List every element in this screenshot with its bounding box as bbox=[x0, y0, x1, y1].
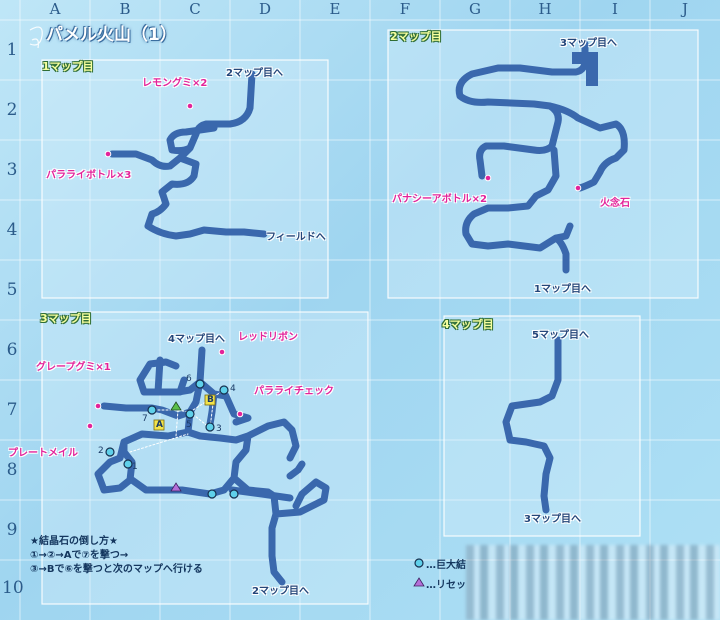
column-label-f: F bbox=[399, 0, 411, 18]
marker-panacea-bottle bbox=[484, 174, 492, 182]
legend-reset-text: …リセッ bbox=[426, 580, 466, 591]
crystal-1 bbox=[123, 459, 133, 469]
row-label-4: 4 bbox=[6, 220, 18, 240]
crystal-4 bbox=[219, 385, 229, 395]
marker-plate-mail bbox=[86, 422, 94, 430]
crystal-number-2: 2 bbox=[98, 446, 104, 456]
crystal-number-3: 3 bbox=[216, 424, 222, 434]
switch-a bbox=[153, 419, 165, 431]
legend-shapes bbox=[413, 558, 425, 587]
legend-crystal-text: …巨大結 bbox=[426, 560, 466, 571]
marker-red-ribbon bbox=[218, 348, 226, 356]
warp-label-m1-to-field: フィールドへ bbox=[266, 232, 326, 243]
note-line-1: ①→②→Aで⑦を撃つ→ bbox=[30, 550, 129, 561]
page-title: パメル火山（1） bbox=[46, 25, 177, 45]
column-label-a: A bbox=[49, 0, 61, 18]
note-line-2: ③→Bで⑥を撃つと次のマップへ行ける bbox=[30, 564, 203, 575]
item-label-plate-mail: プレートメイル bbox=[8, 448, 78, 459]
marker-grape-gummy bbox=[94, 402, 102, 410]
crystal-number-7: 7 bbox=[142, 414, 148, 424]
row-label-8: 8 bbox=[6, 460, 18, 480]
section-panels bbox=[41, 29, 699, 605]
column-label-i: I bbox=[612, 0, 618, 18]
row-label-1: 1 bbox=[6, 40, 18, 60]
row-label-5: 5 bbox=[6, 280, 18, 300]
crystal-number-6: 6 bbox=[186, 374, 192, 384]
warp-label-m2-to-map1: 1マップ目へ bbox=[534, 284, 591, 295]
crystal-7 bbox=[147, 405, 157, 415]
section-label-map2: 2マップ目 bbox=[390, 30, 442, 43]
crystal-extra-1 bbox=[207, 489, 217, 499]
crystal-number-4: 4 bbox=[230, 384, 236, 394]
section-label-map3: 3マップ目 bbox=[40, 312, 92, 325]
item-label-paralyze-check: パラライチェック bbox=[254, 386, 334, 397]
legend-reset-icon bbox=[413, 577, 425, 587]
column-label-b: B bbox=[119, 0, 131, 18]
reset-triangle-green bbox=[170, 401, 182, 411]
item-label-red-ribbon: レッドリボン bbox=[238, 332, 298, 343]
item-label-grape-gummy: グレープグミ×1 bbox=[36, 362, 111, 373]
cave-paths bbox=[94, 40, 628, 586]
crystal-number-1: 1 bbox=[132, 462, 138, 472]
marker-paralyze-check bbox=[236, 410, 244, 418]
section-label-map1: 1マップ目 bbox=[42, 60, 94, 73]
warp-label-m4-to-map5: 5マップ目へ bbox=[532, 330, 589, 341]
warp-label-m3-to-map4: 4マップ目へ bbox=[168, 334, 225, 345]
row-label-3: 3 bbox=[6, 160, 18, 180]
reset-triangle-purple bbox=[170, 482, 182, 492]
marker-fire-stone bbox=[574, 184, 582, 192]
crystal-extra-2 bbox=[229, 489, 239, 499]
corner-decoration bbox=[29, 26, 43, 49]
map4-path bbox=[502, 336, 562, 514]
crystal-number-5: 5 bbox=[186, 420, 192, 430]
section-label-map4: 4マップ目 bbox=[442, 318, 494, 331]
item-markers bbox=[86, 102, 582, 430]
map2-path bbox=[455, 40, 628, 274]
warp-label-m1-to-map2: 2マップ目へ bbox=[226, 68, 283, 79]
map3-vert bbox=[154, 356, 306, 480]
item-label-fire-stone: 火念石 bbox=[600, 198, 630, 209]
column-label-h: H bbox=[538, 0, 552, 18]
note-heading: ★結晶石の倒し方★ bbox=[30, 536, 118, 547]
column-label-d: D bbox=[258, 0, 272, 18]
item-label-lemon-gummy: レモングミ×2 bbox=[142, 78, 208, 89]
warp-label-m2-to-map3: 3マップ目へ bbox=[560, 38, 617, 49]
crystal-3 bbox=[205, 422, 215, 432]
reset-markers bbox=[153, 394, 216, 492]
warp-label-m4-to-map3: 3マップ目へ bbox=[524, 514, 581, 525]
crystal-markers bbox=[105, 379, 239, 499]
column-label-c: C bbox=[189, 0, 201, 18]
row-label-2: 2 bbox=[6, 100, 18, 120]
crystal-6 bbox=[195, 379, 205, 389]
switch-label-a: A bbox=[156, 420, 163, 430]
map2-top-block bbox=[572, 52, 598, 86]
column-label-j: J bbox=[681, 0, 688, 18]
marker-lemon-gummy bbox=[186, 102, 194, 110]
column-label-g: G bbox=[469, 0, 481, 18]
row-label-9: 9 bbox=[6, 520, 18, 540]
column-label-e: E bbox=[329, 0, 341, 18]
marker-paralyze-bottle bbox=[104, 150, 112, 158]
switch-b bbox=[204, 394, 216, 406]
map1-path bbox=[108, 70, 268, 240]
legend-crystal-icon bbox=[414, 558, 424, 568]
blurred-watermark bbox=[466, 545, 720, 620]
item-label-panacea-bottle: パナシーアボトル×2 bbox=[392, 194, 487, 205]
switch-label-b: B bbox=[207, 395, 214, 405]
crystal-5 bbox=[185, 409, 195, 419]
row-label-6: 6 bbox=[6, 340, 18, 360]
crystal-2 bbox=[105, 447, 115, 457]
warp-label-m3-to-map2: 2マップ目へ bbox=[252, 586, 309, 597]
row-label-7: 7 bbox=[6, 400, 18, 420]
item-label-paralyze-bottle: パラライボトル×3 bbox=[46, 170, 132, 181]
row-label-10: 10 bbox=[2, 578, 24, 598]
